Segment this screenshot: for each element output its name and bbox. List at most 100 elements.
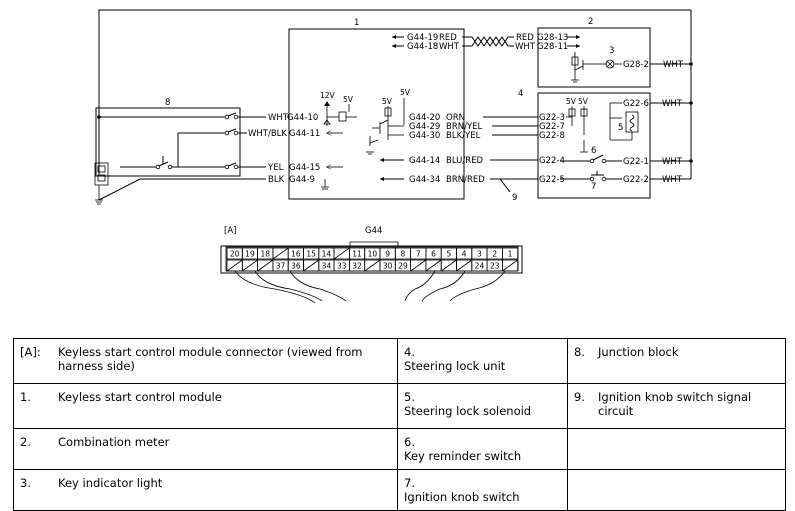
legend-cell: 1.Keyless start control module [13, 383, 398, 429]
legend-cell [567, 469, 786, 511]
pin-bottom-24: 24 [475, 262, 485, 271]
legend-item-text: Junction block [598, 345, 679, 359]
legend-item-number: 1. [20, 390, 31, 404]
unit-label-3: 3 [609, 46, 614, 56]
unit-label-7: 7 [591, 182, 596, 192]
legend-cell: 5.Steering lock solenoid [397, 383, 568, 429]
pin-top-10: 10 [368, 250, 378, 259]
junction-block-box [95, 107, 241, 177]
terminal-g22-1: G22-1 [623, 157, 649, 167]
voltage-5v-a: 5V [343, 95, 354, 104]
combination-meter-box [537, 27, 651, 88]
steering-lock-unit-box [537, 92, 651, 199]
legend-item-number: 8. [574, 345, 585, 359]
svg-text:BRN/YEL: BRN/YEL [446, 122, 483, 132]
wire-color-wht-g44-10: WHT [268, 113, 289, 123]
voltage-5v-c: 5V [400, 88, 411, 97]
wiring-diagram: 1 2 3 4 5 6 7 8 9 WHT WHT WHT WHT G28-2 … [94, 9, 693, 304]
legend-item-number: 7. [404, 476, 415, 490]
legend-item-number: 6. [404, 435, 415, 449]
legend-cell: 9. Ignition knob switch signal circuit [567, 383, 786, 429]
pin-top-20: 20 [230, 250, 240, 259]
pin-top-9: 9 [385, 250, 390, 259]
key-reminder-switch-icon [601, 158, 607, 164]
terminal-g22-8: G22-8 [539, 131, 565, 141]
svg-text:RED: RED [439, 33, 457, 43]
pin-top-14: 14 [322, 250, 332, 259]
legend-cell: 4.Steering lock unit [397, 338, 568, 384]
legend-cell: 6.Key reminder switch [397, 428, 568, 470]
connector-title: G44 [365, 226, 382, 236]
legend-item-number: [A]: [20, 345, 41, 359]
legend-item-text: Key indicator light [58, 476, 163, 490]
pin-top-6: 6 [431, 250, 436, 259]
pin-bottom-34: 34 [322, 262, 332, 271]
voltage-12v: 12V [320, 91, 336, 100]
terminal-g44-9: G44-9 [289, 175, 315, 185]
unit-label-2: 2 [588, 17, 593, 27]
terminal-g22-3: G22-3 [539, 113, 565, 123]
svg-text:BLK/YEL: BLK/YEL [446, 131, 481, 141]
svg-text:RED: RED [516, 33, 534, 43]
terminal-g28-2: G28-2 [623, 60, 649, 70]
unit-label-5: 5 [618, 123, 623, 133]
terminal-g22-4: G22-4 [539, 156, 565, 166]
terminal-g28-13: G28-13 [537, 33, 568, 43]
legend-item-number: 5. [404, 390, 415, 404]
pin-bottom-33: 33 [337, 262, 347, 271]
svg-text:YEL: YEL [267, 163, 284, 173]
ignition-knob-switch-icon [601, 176, 607, 182]
pin-bottom-37: 37 [276, 262, 286, 271]
pin-top-11: 11 [352, 250, 362, 259]
legend-cell: [A]:Keyless start control module connect… [13, 338, 398, 384]
legend-item-text: Key reminder switch [404, 449, 522, 463]
legend-cell: 2.Combination meter [13, 428, 398, 470]
legend-item-number: 9. [574, 390, 585, 404]
connector-label: [A] [224, 226, 236, 236]
terminal-g44-11: G44-11 [289, 129, 320, 139]
keyless-start-control-module-box [288, 28, 465, 200]
pin-bottom-36: 36 [291, 262, 301, 271]
terminal-g22-5: G22-5 [539, 175, 565, 185]
pin-top-19: 19 [245, 250, 255, 259]
svg-text:WHT/BLK: WHT/BLK [248, 129, 287, 139]
terminal-g22-7: G22-7 [539, 122, 565, 132]
battery-icon [94, 162, 109, 186]
pin-top-7: 7 [416, 250, 421, 259]
svg-text:BLK: BLK [268, 175, 285, 185]
voltage-5v-b: 5V [382, 97, 393, 106]
terminal-g28-11: G28-11 [537, 42, 568, 52]
pin-top-3: 3 [477, 250, 482, 259]
svg-text:5V: 5V [578, 97, 589, 106]
pin-top-15: 15 [306, 250, 316, 259]
wire-color-wht-g28-2: WHT [663, 60, 684, 70]
unit-label-1: 1 [354, 18, 359, 28]
svg-text:WHT: WHT [515, 42, 536, 52]
terminal-g44-19: G44-19 [407, 33, 438, 43]
unit-label-4: 4 [518, 89, 523, 99]
legend-item-text: Steering lock solenoid [404, 404, 532, 418]
legend-row: [A]:Keyless start control module connect… [13, 338, 786, 384]
pin-top-16: 16 [291, 250, 301, 259]
pin-bottom-23: 23 [490, 262, 500, 271]
legend-item-text: Steering lock unit [404, 359, 506, 373]
pin-top-18: 18 [260, 250, 270, 259]
pin-top-2: 2 [492, 250, 497, 259]
terminal-g44-20: G44-20 [409, 113, 440, 123]
svg-text:WHT: WHT [439, 42, 460, 52]
terminal-g22-2: G22-2 [623, 175, 649, 185]
pin-bottom-29: 29 [398, 262, 408, 271]
svg-text:BRN/RED: BRN/RED [446, 175, 485, 185]
legend-table: [A]:Keyless start control module connect… [13, 338, 786, 511]
terminal-g44-15: G44-15 [289, 163, 320, 173]
terminal-g44-10: G44-10 [287, 113, 318, 123]
legend-item-number: 2. [20, 435, 31, 449]
svg-text:5V: 5V [566, 97, 577, 106]
legend-item-text: Ignition knob switch signal circuit [598, 390, 752, 418]
wht-bus-line [98, 9, 692, 179]
wire-color-wht-g22-2: WHT [662, 175, 683, 185]
pin-bottom-30: 30 [383, 262, 393, 271]
connector-housing [220, 245, 523, 274]
svg-text:ORN: ORN [446, 113, 465, 123]
